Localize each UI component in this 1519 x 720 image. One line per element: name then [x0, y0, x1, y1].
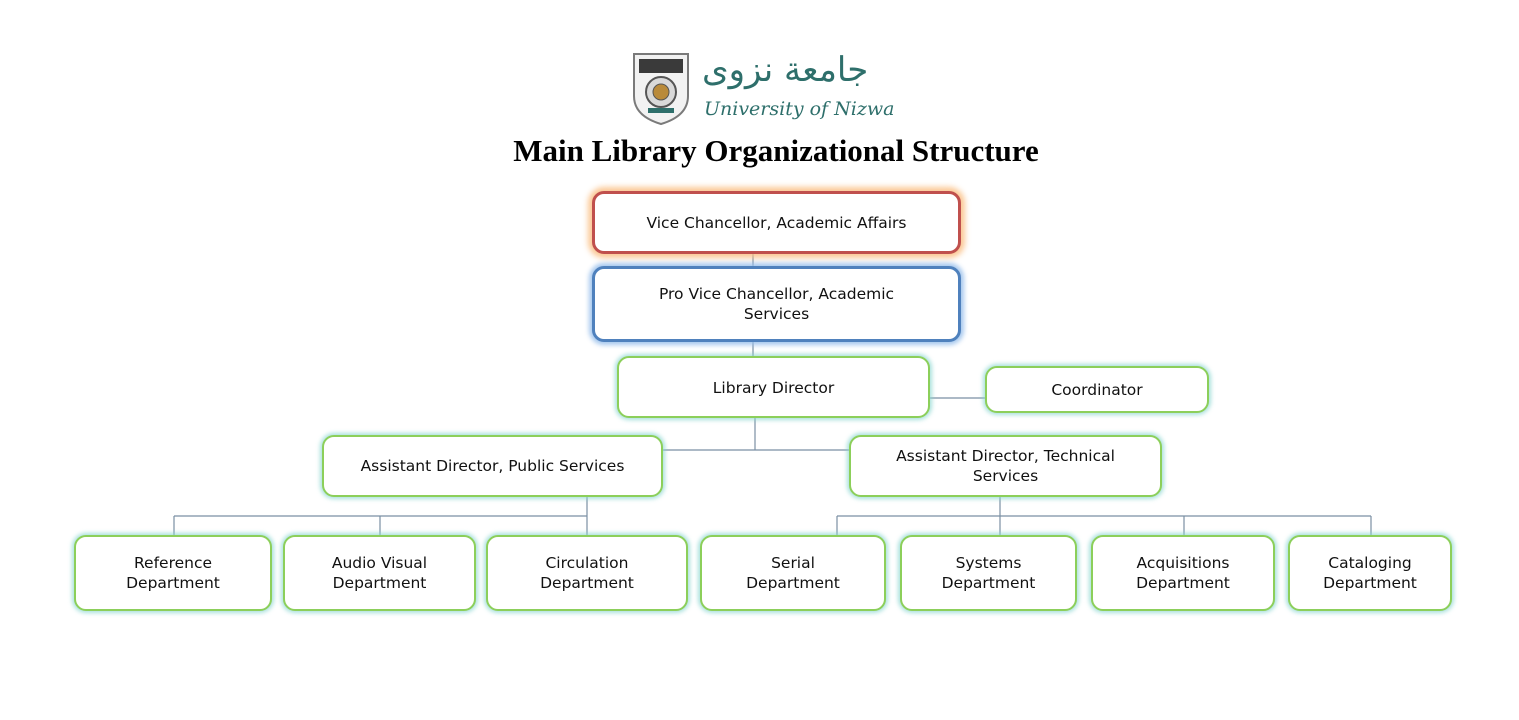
node-circulation-department: Circulation Department	[486, 535, 688, 611]
node-library-director: Library Director	[617, 356, 930, 418]
university-logo: جامعة نزوى University of Nizwa	[630, 50, 900, 126]
university-crest-icon	[633, 53, 689, 126]
node-coordinator: Coordinator	[985, 366, 1209, 413]
node-vice-chancellor: Vice Chancellor, Academic Affairs	[592, 191, 961, 254]
node-acquisitions-department: Acquisitions Department	[1091, 535, 1275, 611]
node-reference-department: Reference Department	[74, 535, 272, 611]
node-cataloging-department: Cataloging Department	[1288, 535, 1452, 611]
logo-arabic-text: جامعة نزوى	[702, 50, 869, 90]
node-assistant-director-technical: Assistant Director, Technical Services	[849, 435, 1162, 497]
node-assistant-director-public: Assistant Director, Public Services	[322, 435, 663, 497]
logo-english-text: University of Nizwa	[704, 98, 895, 120]
node-audio-visual-department: Audio Visual Department	[283, 535, 476, 611]
node-serial-department: Serial Department	[700, 535, 886, 611]
node-pro-vice-chancellor: Pro Vice Chancellor, Academic Services	[592, 266, 961, 342]
node-systems-department: Systems Department	[900, 535, 1077, 611]
page-title: Main Library Organizational Structure	[513, 133, 1039, 168]
